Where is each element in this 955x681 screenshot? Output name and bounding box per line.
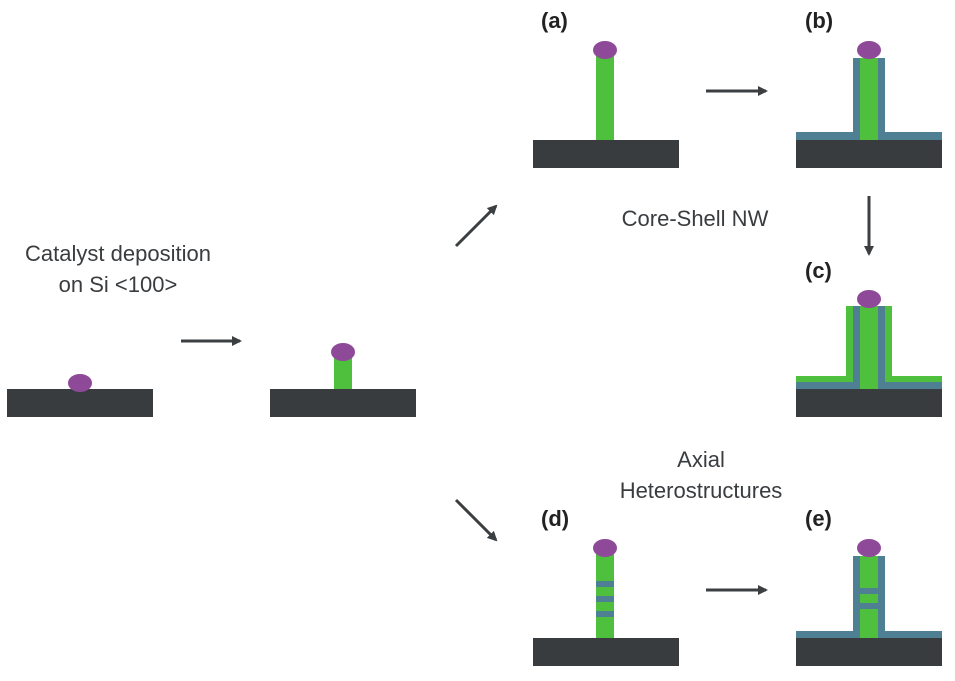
- nanowire-core: [596, 553, 614, 638]
- catalyst-droplet: [593, 539, 617, 557]
- catalyst-droplet: [68, 374, 92, 392]
- caption-core-shell: Core-Shell NW: [621, 206, 769, 231]
- nanowire-core: [334, 357, 352, 389]
- caption-axial-heterostructures: Axial Heterostructures: [596, 444, 806, 506]
- caption-line-2: Heterostructures: [619, 478, 783, 503]
- substrate: [270, 389, 416, 417]
- caption-line-1: Catalyst deposition: [25, 241, 211, 266]
- panel-a-nanowire: [533, 41, 679, 168]
- step-catalyst-deposition: [7, 374, 153, 417]
- panel-label-d: (d): [541, 506, 570, 531]
- caption-line-1: Axial: [677, 447, 725, 472]
- step-nanowire-growth: [270, 343, 416, 417]
- panel-e-axial-with-shell: [796, 539, 942, 666]
- arrow-up-right: [454, 204, 498, 248]
- catalyst-droplet: [857, 41, 881, 59]
- caption-catalyst-deposition: Catalyst deposition on Si <100>: [0, 238, 236, 300]
- catalyst-droplet: [857, 539, 881, 557]
- arrow-down-right: [454, 498, 498, 542]
- panel-label-c: (c): [805, 258, 832, 283]
- panel-label-a: (a): [541, 8, 568, 33]
- axial-segment: [596, 611, 614, 617]
- axial-segment: [860, 588, 878, 594]
- substrate: [796, 140, 942, 168]
- nanowire-core: [596, 55, 614, 140]
- substrate: [796, 638, 942, 666]
- panel-label-e: (e): [805, 506, 832, 531]
- panel-label-b: (b): [805, 8, 834, 33]
- catalyst-droplet: [331, 343, 355, 361]
- substrate: [7, 389, 153, 417]
- nanowire-core: [860, 556, 878, 638]
- nanowire-core: [860, 306, 878, 389]
- axial-segment: [596, 581, 614, 587]
- substrate: [533, 140, 679, 168]
- nanowire-core: [860, 58, 878, 140]
- axial-segment: [596, 596, 614, 602]
- panel-d-axial-heterostructure: [533, 539, 679, 666]
- substrate: [533, 638, 679, 666]
- panel-b-core-shell: [796, 41, 942, 168]
- caption-line-2: on Si <100>: [58, 272, 178, 297]
- axial-segment: [860, 603, 878, 609]
- panel-c-core-multishell: [796, 290, 942, 417]
- catalyst-droplet: [593, 41, 617, 59]
- substrate: [796, 389, 942, 417]
- catalyst-droplet: [857, 290, 881, 308]
